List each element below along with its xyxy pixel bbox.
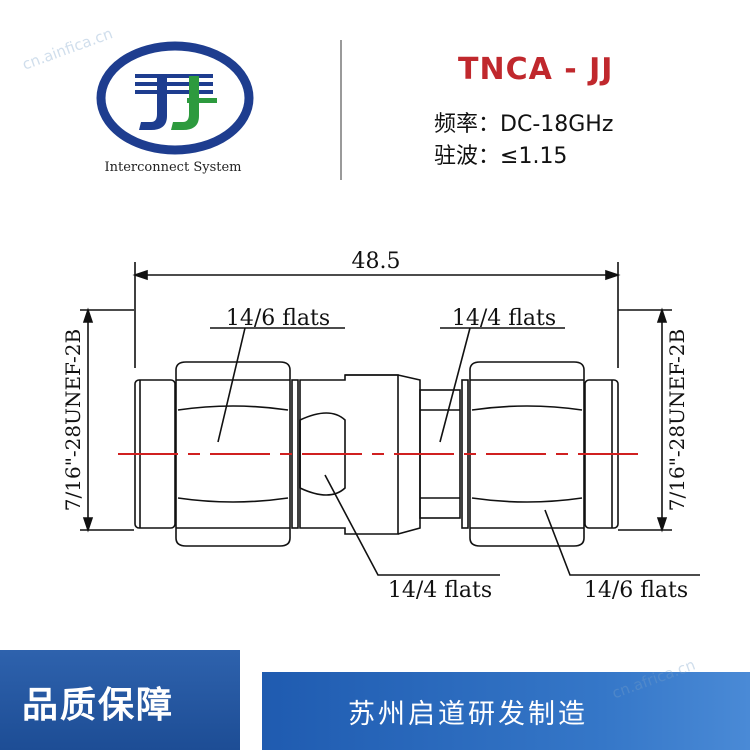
leader-top-right	[439, 327, 471, 443]
spec-vswr-label: 驻波：	[434, 144, 501, 169]
leader-top-left	[217, 327, 246, 443]
callout-bottom-left: 14/4 flats	[388, 578, 492, 603]
spec-vswr: 驻波：≤1.15	[434, 138, 567, 170]
manufacturer-text: 苏州启道研发制造	[348, 699, 588, 730]
thread-arrow-right-bottom	[656, 517, 668, 533]
spec-frequency: 频率：DC-18GHz	[434, 106, 613, 138]
leader-bottom-right	[544, 509, 700, 576]
callout-top-left: 14/6 flats	[226, 306, 330, 331]
spec-vswr-value: ≤1.15	[500, 144, 568, 169]
callout-top-right: 14/4 flats	[452, 306, 556, 331]
thread-label-right: 7/16"-28UNEF-2B	[665, 329, 689, 511]
logo-caption: Interconnect System	[104, 160, 242, 175]
spec-frequency-label: 频率：	[434, 112, 501, 137]
leader-bottom-left	[324, 474, 500, 576]
thread-arrow-left-top	[82, 307, 94, 323]
manufacturer-banner: 苏州启道研发制造	[262, 672, 750, 750]
spec-frequency-value: DC-18GHz	[500, 112, 614, 137]
footer: 品质保障 苏州启道研发制造	[0, 650, 750, 750]
thread-label-left: 7/16"-28UNEF-2B	[61, 329, 85, 511]
dimension-arrow-right	[605, 269, 621, 281]
thread-arrow-right-top	[656, 307, 668, 323]
overall-length-label: 48.5	[352, 249, 401, 274]
technical-drawing: 48.5 14/6 flats 14/4 flats 14/4 flats 14…	[61, 249, 700, 603]
thread-arrow-left-bottom	[82, 517, 94, 533]
callout-bottom-right: 14/6 flats	[584, 578, 688, 603]
header: Interconnect System TNCA - JJ 频率：DC-18GH…	[0, 0, 750, 200]
quality-banner: 品质保障	[0, 650, 240, 750]
company-logo	[96, 41, 254, 155]
header-divider	[340, 40, 342, 180]
model-title: TNCA - JJ	[458, 52, 614, 87]
quality-text: 品质保障	[22, 685, 175, 726]
dimension-arrow-left	[132, 269, 148, 281]
